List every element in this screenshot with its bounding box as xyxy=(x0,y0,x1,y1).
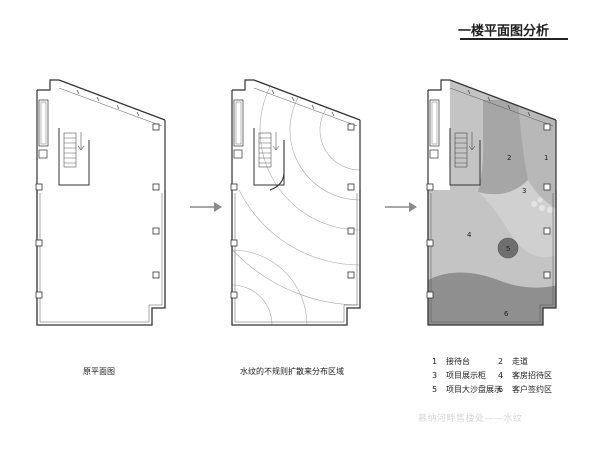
plan-ripple xyxy=(230,79,361,326)
arrow-right-icon xyxy=(385,202,417,212)
zone-label: 3 xyxy=(522,187,526,195)
zone-label: 1 xyxy=(544,154,548,162)
plan-zoning: 1 2 3 4 5 6 xyxy=(426,79,557,326)
zone-label: 5 xyxy=(506,245,510,253)
zone-5-area xyxy=(497,237,519,259)
zone-label: 4 xyxy=(467,231,472,239)
caption-ripple: 水纹的不规则扩散来分布区域 xyxy=(240,367,344,376)
page-title: 一楼平面图分析 xyxy=(458,24,550,39)
zone-6-area xyxy=(428,272,556,325)
footer-caption: 慕纳河畔售楼处——水纹 xyxy=(418,414,523,424)
plan-original xyxy=(35,79,166,326)
arrow-right-icon xyxy=(190,202,222,212)
caption-original: 原平面图 xyxy=(83,367,115,376)
zone-2-area xyxy=(478,100,528,195)
zone-label: 6 xyxy=(504,310,509,318)
title-underline xyxy=(460,38,568,40)
ripple-lines xyxy=(232,80,360,325)
zone-label: 2 xyxy=(507,154,511,162)
